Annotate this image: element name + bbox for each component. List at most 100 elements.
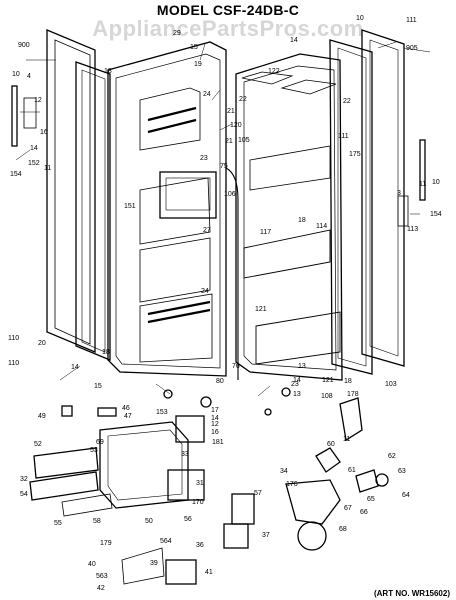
callout: 23: [291, 381, 299, 388]
callout: 32: [20, 476, 28, 483]
callout: 29: [173, 30, 181, 37]
callout: 10: [432, 179, 440, 186]
callout: 20: [38, 340, 46, 347]
callout: 117: [260, 229, 271, 236]
callout: 111: [406, 17, 417, 24]
callout: 41: [205, 569, 213, 576]
callout: 4: [27, 73, 31, 80]
callout: 108: [321, 393, 333, 400]
callout: 37: [262, 532, 270, 539]
right-door-gasket: [329, 39, 373, 375]
callout: 56: [184, 516, 192, 523]
callout: 14: [211, 415, 219, 422]
callout: 16: [40, 129, 48, 136]
callout: 76: [232, 363, 240, 370]
callout: 114: [316, 223, 327, 230]
callout: 113: [407, 226, 418, 233]
callout: 103: [385, 381, 397, 388]
callout: 64: [402, 492, 410, 499]
fresh-food-door-liner: [235, 53, 343, 381]
callout: 63: [398, 468, 406, 475]
callout: 52: [34, 441, 42, 448]
callout: 111: [338, 133, 349, 140]
callout: 3: [397, 190, 401, 197]
callout: 21: [225, 138, 233, 145]
callout: 27: [203, 227, 211, 234]
callout: 12: [211, 421, 219, 428]
right-door-frame: [361, 29, 405, 367]
callout: 18: [298, 217, 306, 224]
callout: 21: [227, 108, 235, 115]
callout: 181: [212, 439, 224, 446]
ice-bucket: [99, 421, 189, 509]
callout: 11: [343, 436, 350, 443]
callout: 36: [196, 542, 204, 549]
callout: 46: [122, 405, 130, 412]
callout: 55: [54, 520, 62, 527]
callout: 121: [322, 377, 334, 384]
callout: 176: [286, 481, 298, 488]
callout: 12: [34, 97, 42, 104]
callout: 24: [203, 91, 211, 98]
callout: 19: [194, 61, 202, 68]
callout: 14: [30, 145, 38, 152]
callout: 39: [150, 560, 158, 567]
callout: 14: [293, 377, 301, 384]
callout: 154: [430, 211, 442, 218]
callout: 15: [190, 44, 198, 51]
callout: 121: [255, 306, 267, 313]
callout: 60: [327, 441, 335, 448]
auger-motor: [167, 469, 205, 501]
callout: 54: [20, 491, 28, 498]
callout: 154: [10, 171, 22, 178]
callout: 57: [254, 490, 262, 497]
callout: 153: [156, 409, 168, 416]
callout: 900: [18, 42, 30, 49]
callout: 31: [196, 480, 204, 487]
callout: 152: [28, 160, 40, 167]
callout: 178: [347, 391, 359, 398]
callout: 122: [268, 68, 280, 75]
callout: 40: [88, 561, 96, 568]
watermark: AppliancePartsPros.com: [92, 16, 364, 41]
callout: 65: [367, 496, 375, 503]
callout: 11: [419, 181, 426, 188]
callout: 18: [344, 378, 352, 385]
callout: 564: [160, 538, 172, 545]
callout: 61: [348, 467, 356, 474]
drip-tray: [33, 447, 99, 479]
callout: 15: [94, 383, 102, 390]
water-valve: [285, 479, 341, 525]
model-title: MODEL CSF-24DB-C: [156, 2, 300, 18]
callout: 110: [8, 335, 19, 342]
callout: 13: [293, 391, 301, 398]
callout: 58: [93, 518, 101, 525]
callout: 13: [298, 363, 306, 370]
callout: 14: [71, 364, 79, 371]
callout: 106: [224, 191, 236, 198]
callout: 75: [220, 163, 228, 170]
callout: 563: [96, 573, 108, 580]
left-handle: [11, 85, 18, 147]
callout: 66: [360, 509, 368, 516]
freezer-door-liner: [107, 41, 227, 377]
callout: 14: [290, 37, 298, 44]
dispenser-opening: [159, 171, 217, 219]
callout: 10: [356, 15, 364, 22]
callout: 151: [124, 203, 136, 210]
callout: 18: [104, 68, 112, 75]
callout: 22: [343, 98, 351, 105]
callout: 69: [96, 439, 104, 446]
callout: 110: [8, 360, 19, 367]
callout: 47: [124, 413, 132, 420]
callout: 67: [344, 505, 352, 512]
callout: 170: [192, 499, 204, 506]
callout-labels: 900 29 15 18 19 10 111 905 14 4 10 16 14…: [8, 15, 442, 592]
callout: 905: [406, 45, 418, 52]
callout: 50: [145, 518, 153, 525]
callout: 34: [280, 468, 288, 475]
left-door-frame: [46, 29, 96, 353]
callout: 18: [102, 349, 110, 356]
